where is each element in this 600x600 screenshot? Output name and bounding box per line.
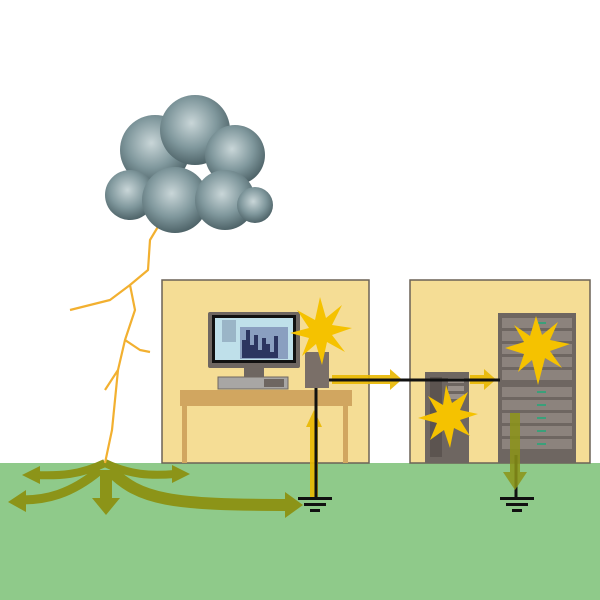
office-room [161, 279, 370, 464]
spark-burst-icon [418, 385, 478, 448]
rack-ground-current [503, 413, 527, 490]
lightning-icon [69, 214, 166, 464]
desk [180, 390, 352, 463]
ground-current-arrows [8, 459, 303, 518]
ground-symbol-icon [298, 497, 332, 512]
ground [0, 463, 600, 600]
keyboard-icon [217, 376, 289, 390]
monitor-icon [208, 312, 300, 377]
ground-symbol-icon [500, 497, 534, 512]
cloud-icon [105, 95, 273, 233]
surge-protector-icon [305, 352, 329, 388]
spark-burst-icon [290, 297, 352, 365]
spark-burst-icon [505, 316, 570, 385]
